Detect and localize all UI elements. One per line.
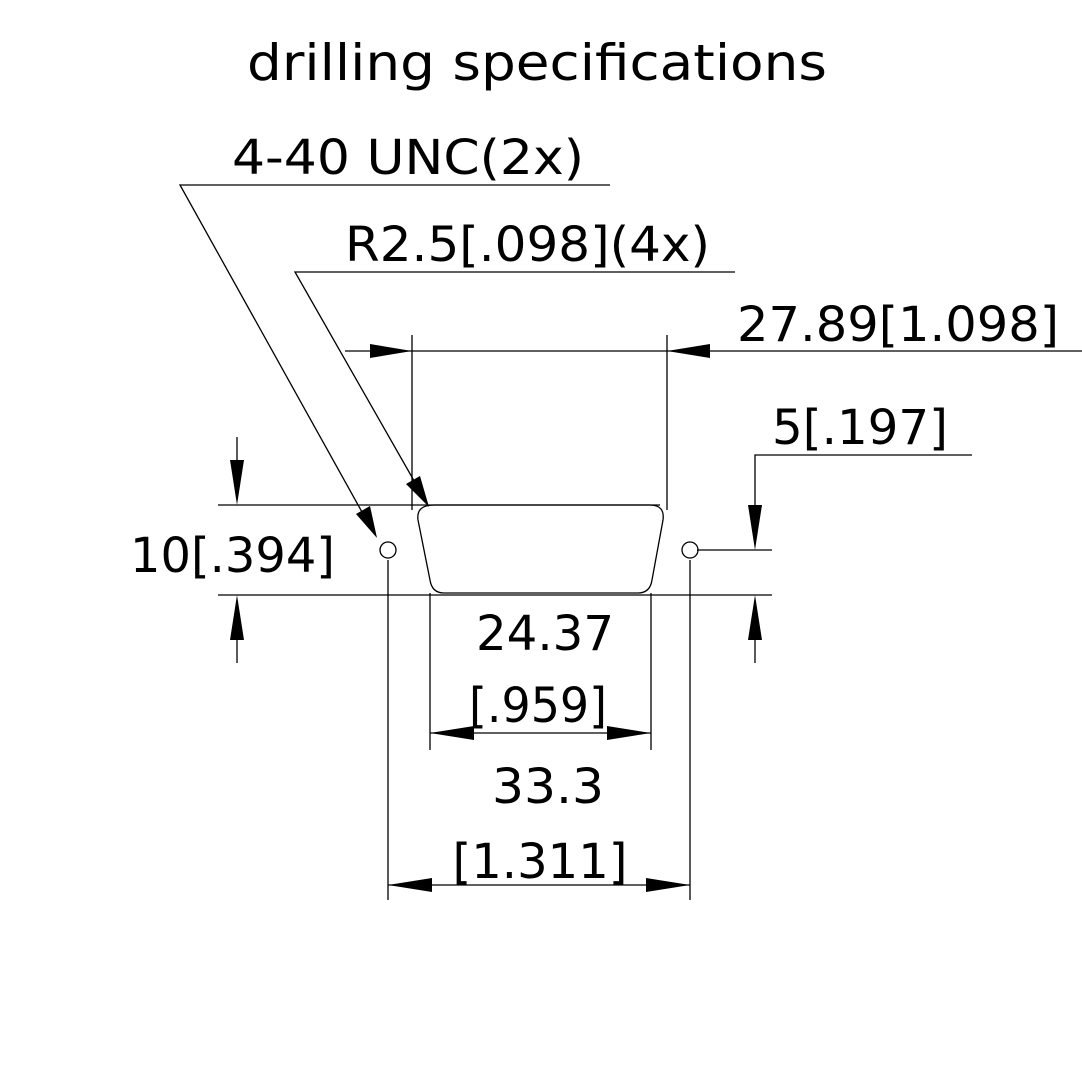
- cutout-width-in: [.959]: [469, 678, 607, 734]
- hole-spacing-label: 27.89[1.098]: [737, 297, 1059, 353]
- radius-callout: R2.5[.098](4x): [293, 217, 735, 507]
- thread-label: 4-40 UNC(2x): [232, 130, 584, 186]
- cutout-width-mm: 24.37: [476, 606, 614, 662]
- mounting-hole-right: [681, 541, 699, 559]
- mounting-hole-left: [379, 541, 397, 559]
- radius-leader-line: [293, 271, 735, 501]
- overall-width-mm: 33.3: [492, 759, 604, 815]
- cutout-width-dimension: 24.37 [.959]: [429, 593, 652, 750]
- drawing-title: drilling specifications: [247, 34, 827, 92]
- d-sub-cutout: [417, 504, 664, 594]
- radius-label: R2.5[.098](4x): [345, 217, 710, 273]
- overall-width-in: [1.311]: [453, 834, 628, 890]
- thread-leader-line: [178, 184, 610, 531]
- hole-offset-label: 5[.197]: [772, 400, 948, 456]
- height-label: 10[.394]: [130, 528, 335, 584]
- hole-offset-dimension: 5[.197]: [697, 400, 972, 663]
- overall-width-dimension: 33.3 [1.311]: [387, 560, 691, 900]
- thread-callout: 4-40 UNC(2x): [178, 130, 610, 538]
- hole-spacing-dimension: 27.89[1.098]: [345, 297, 1082, 510]
- thread-arrowhead: [356, 506, 377, 538]
- height-dimension: 10[.394]: [130, 437, 772, 663]
- radius-arrowhead: [406, 476, 429, 507]
